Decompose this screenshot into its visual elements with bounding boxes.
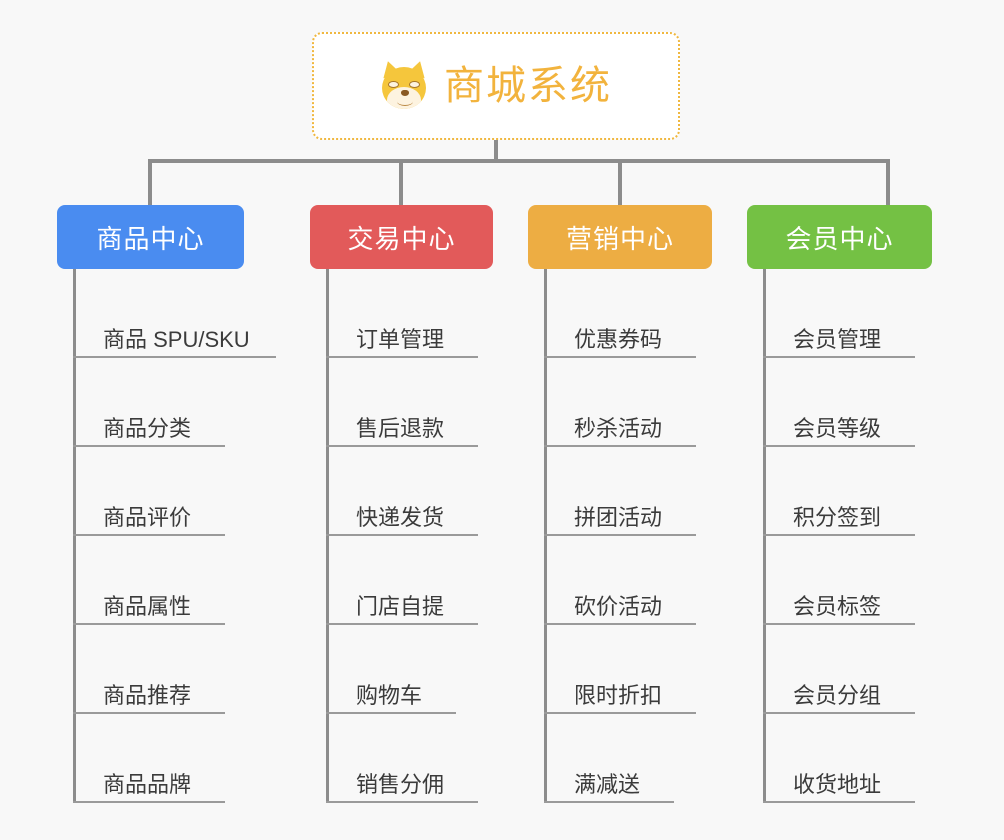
leaf-underline — [763, 534, 915, 536]
shiba-dog-icon — [379, 58, 429, 110]
list-item[interactable]: 会员管理 — [747, 269, 997, 358]
leaf-underline — [763, 356, 915, 358]
leaf-underline — [544, 623, 696, 625]
list-item[interactable]: 砍价活动 — [528, 536, 778, 625]
connector-root-stem — [494, 140, 498, 163]
list-item[interactable]: 秒杀活动 — [528, 358, 778, 447]
list-item[interactable]: 商品评价 — [57, 447, 307, 536]
leaf-underline — [326, 356, 478, 358]
branch-header-4[interactable]: 会员中心 — [747, 205, 932, 269]
leaf-label: 订单管理 — [356, 326, 445, 352]
list-item[interactable]: 商品品牌 — [57, 714, 307, 803]
branch-header-1[interactable]: 商品中心 — [57, 205, 244, 269]
list-item[interactable]: 售后退款 — [310, 358, 560, 447]
branch-spine-4 — [763, 269, 766, 803]
leaf-underline — [326, 801, 478, 803]
leaf-label: 秒杀活动 — [574, 415, 663, 441]
list-item[interactable]: 满减送 — [528, 714, 778, 803]
leaf-underline — [73, 356, 276, 358]
leaf-label: 商品评价 — [103, 504, 192, 530]
branch-spine-2 — [326, 269, 329, 803]
leaf-underline — [763, 445, 915, 447]
list-item[interactable]: 优惠券码 — [528, 269, 778, 358]
leaf-label: 商品 SPU/SKU — [103, 326, 250, 352]
branch-column-1: 商品中心 商品 SPU/SKU 商品分类 商品评价 商品属性 商品推荐 — [57, 205, 307, 803]
leaf-underline — [544, 712, 696, 714]
leaf-label: 收货地址 — [793, 771, 882, 797]
leaf-label: 商品推荐 — [103, 682, 192, 708]
leaf-label: 售后退款 — [356, 415, 445, 441]
list-item[interactable]: 商品 SPU/SKU — [57, 269, 307, 358]
leaf-underline — [763, 623, 915, 625]
leaf-underline — [763, 801, 915, 803]
leaf-underline — [544, 801, 674, 803]
leaf-label: 积分签到 — [793, 504, 882, 530]
root-node-shop-system[interactable]: 商城系统 — [312, 32, 680, 140]
list-item[interactable]: 收货地址 — [747, 714, 997, 803]
leaf-label: 商品品牌 — [103, 771, 192, 797]
branch-spine-3 — [544, 269, 547, 803]
leaf-underline — [544, 445, 696, 447]
list-item[interactable]: 购物车 — [310, 625, 560, 714]
leaf-underline — [763, 712, 915, 714]
leaf-underline — [73, 534, 225, 536]
leaf-label: 销售分佣 — [356, 771, 445, 797]
leaf-label: 满减送 — [574, 771, 641, 797]
leaf-label: 砍价活动 — [574, 593, 663, 619]
list-item[interactable]: 会员标签 — [747, 536, 997, 625]
list-item[interactable]: 会员等级 — [747, 358, 997, 447]
leaf-label: 会员等级 — [793, 415, 882, 441]
leaf-label: 购物车 — [356, 682, 423, 708]
leaf-label: 优惠券码 — [574, 326, 663, 352]
leaf-underline — [73, 623, 225, 625]
leaf-label: 快递发货 — [356, 504, 445, 530]
leaf-label: 会员管理 — [793, 326, 882, 352]
leaf-underline — [326, 712, 456, 714]
list-item[interactable]: 门店自提 — [310, 536, 560, 625]
list-item[interactable]: 商品分类 — [57, 358, 307, 447]
list-item[interactable]: 快递发货 — [310, 447, 560, 536]
connector-drop-4 — [886, 159, 890, 205]
branch-column-2: 交易中心 订单管理 售后退款 快递发货 门店自提 购物车 — [310, 205, 560, 803]
branch-column-4: 会员中心 会员管理 会员等级 积分签到 会员标签 会员分组 — [747, 205, 997, 803]
branch-header-3[interactable]: 营销中心 — [528, 205, 712, 269]
leaf-underline — [326, 623, 478, 625]
list-item[interactable]: 订单管理 — [310, 269, 560, 358]
list-item[interactable]: 商品推荐 — [57, 625, 307, 714]
root-node-content: 商城系统 — [379, 58, 612, 110]
leaf-label: 会员分组 — [793, 682, 882, 708]
branch-items-3: 优惠券码 秒杀活动 拼团活动 砍价活动 限时折扣 满减送 — [528, 269, 778, 803]
leaf-underline — [326, 534, 478, 536]
leaf-underline — [73, 712, 225, 714]
leaf-label: 会员标签 — [793, 593, 882, 619]
connector-drop-3 — [618, 159, 622, 205]
branch-header-2[interactable]: 交易中心 — [310, 205, 493, 269]
leaf-underline — [73, 445, 225, 447]
list-item[interactable]: 商品属性 — [57, 536, 307, 625]
list-item[interactable]: 积分签到 — [747, 447, 997, 536]
leaf-underline — [73, 801, 225, 803]
leaf-label: 限时折扣 — [574, 682, 663, 708]
branch-items-2: 订单管理 售后退款 快递发货 门店自提 购物车 销售分佣 — [310, 269, 560, 803]
root-node-title: 商城系统 — [444, 64, 612, 108]
list-item[interactable]: 会员分组 — [747, 625, 997, 714]
leaf-underline — [544, 534, 696, 536]
branch-spine-1 — [73, 269, 76, 803]
leaf-label: 拼团活动 — [574, 504, 663, 530]
leaf-underline — [544, 356, 696, 358]
leaf-label: 商品属性 — [103, 593, 192, 619]
branch-items-4: 会员管理 会员等级 积分签到 会员标签 会员分组 收货地址 — [747, 269, 997, 803]
list-item[interactable]: 限时折扣 — [528, 625, 778, 714]
leaf-label: 门店自提 — [356, 593, 445, 619]
list-item[interactable]: 销售分佣 — [310, 714, 560, 803]
leaf-underline — [326, 445, 478, 447]
connector-drop-2 — [399, 159, 403, 205]
connector-horizontal-bus — [148, 159, 890, 163]
branch-items-1: 商品 SPU/SKU 商品分类 商品评价 商品属性 商品推荐 商品品牌 — [57, 269, 307, 803]
leaf-label: 商品分类 — [103, 415, 192, 441]
branch-column-3: 营销中心 优惠券码 秒杀活动 拼团活动 砍价活动 限时折扣 — [528, 205, 778, 803]
list-item[interactable]: 拼团活动 — [528, 447, 778, 536]
connector-drop-1 — [148, 159, 152, 205]
